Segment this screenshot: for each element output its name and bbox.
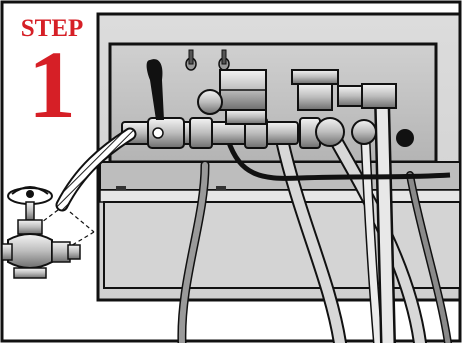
indicator-button [396,129,414,147]
step-number: 1 [12,37,92,133]
